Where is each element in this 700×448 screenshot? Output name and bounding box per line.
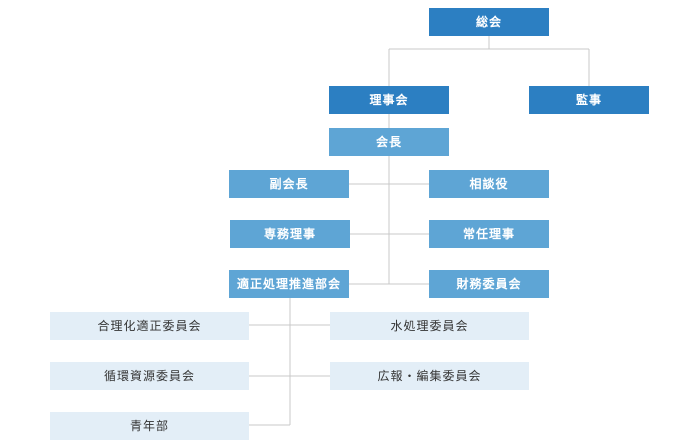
rationalization-committee-box: 合理化適正委員会 xyxy=(50,312,249,340)
water-treatment-committee-box: 水処理委員会 xyxy=(330,312,529,340)
standing-director-box: 常任理事 xyxy=(429,220,549,248)
youth-division-box: 青年部 xyxy=(50,412,249,440)
general-assembly-box: 総会 xyxy=(429,8,549,36)
auditor-box: 監事 xyxy=(529,86,649,114)
advisor-box: 相談役 xyxy=(429,170,549,198)
executive-director-box: 専務理事 xyxy=(230,220,350,248)
president-box: 会長 xyxy=(329,128,449,156)
recycling-committee-box: 循環資源委員会 xyxy=(50,362,249,390)
board-of-directors-box: 理事会 xyxy=(329,86,449,114)
vice-president-box: 副会長 xyxy=(229,170,349,198)
finance-committee-box: 財務委員会 xyxy=(429,270,549,298)
pr-editing-committee-box: 広報・編集委員会 xyxy=(330,362,529,390)
promotion-division-box: 適正処理推進部会 xyxy=(229,270,349,298)
